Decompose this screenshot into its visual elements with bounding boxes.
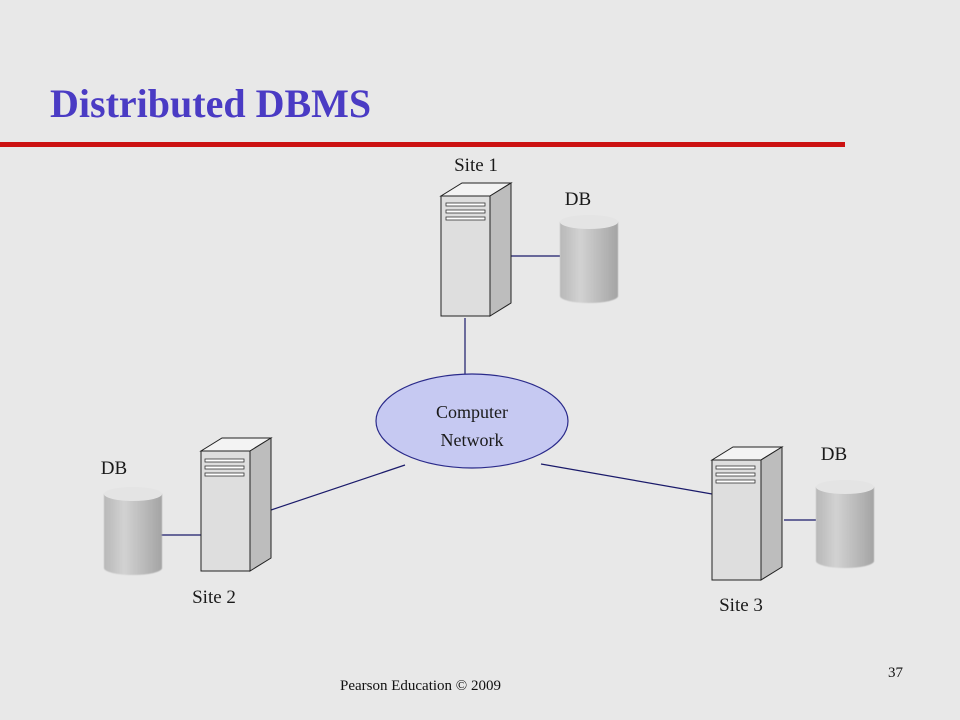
- network-links: [160, 255, 816, 536]
- site3-db-label: DB: [821, 444, 847, 465]
- slide-title: Distributed DBMS: [50, 81, 372, 126]
- copyright-footer: Pearson Education © 2009: [340, 678, 501, 694]
- network-label-line1: Computer: [436, 402, 508, 422]
- site1-server-icon: [439, 182, 513, 317]
- network-ellipse: [375, 373, 569, 469]
- site2-label: Site 2: [192, 587, 236, 608]
- site3-database-icon: [816, 480, 874, 568]
- site1-db-label: DB: [565, 189, 591, 210]
- title-underline: [0, 142, 845, 147]
- page-number: 37: [888, 665, 903, 681]
- site1-label: Site 1: [454, 155, 498, 176]
- site3-label: Site 3: [719, 595, 763, 616]
- site2-server-icon: [199, 437, 273, 572]
- site1-database-icon: [560, 215, 618, 303]
- network-label-line2: Network: [441, 430, 504, 450]
- link-site3-network: [540, 463, 713, 495]
- computer-network-node: Computer Network: [375, 373, 569, 469]
- site2-database-icon: [104, 487, 162, 575]
- site3-server-icon: [710, 446, 784, 581]
- site2-db-label: DB: [101, 458, 127, 479]
- link-site2-network: [270, 464, 406, 511]
